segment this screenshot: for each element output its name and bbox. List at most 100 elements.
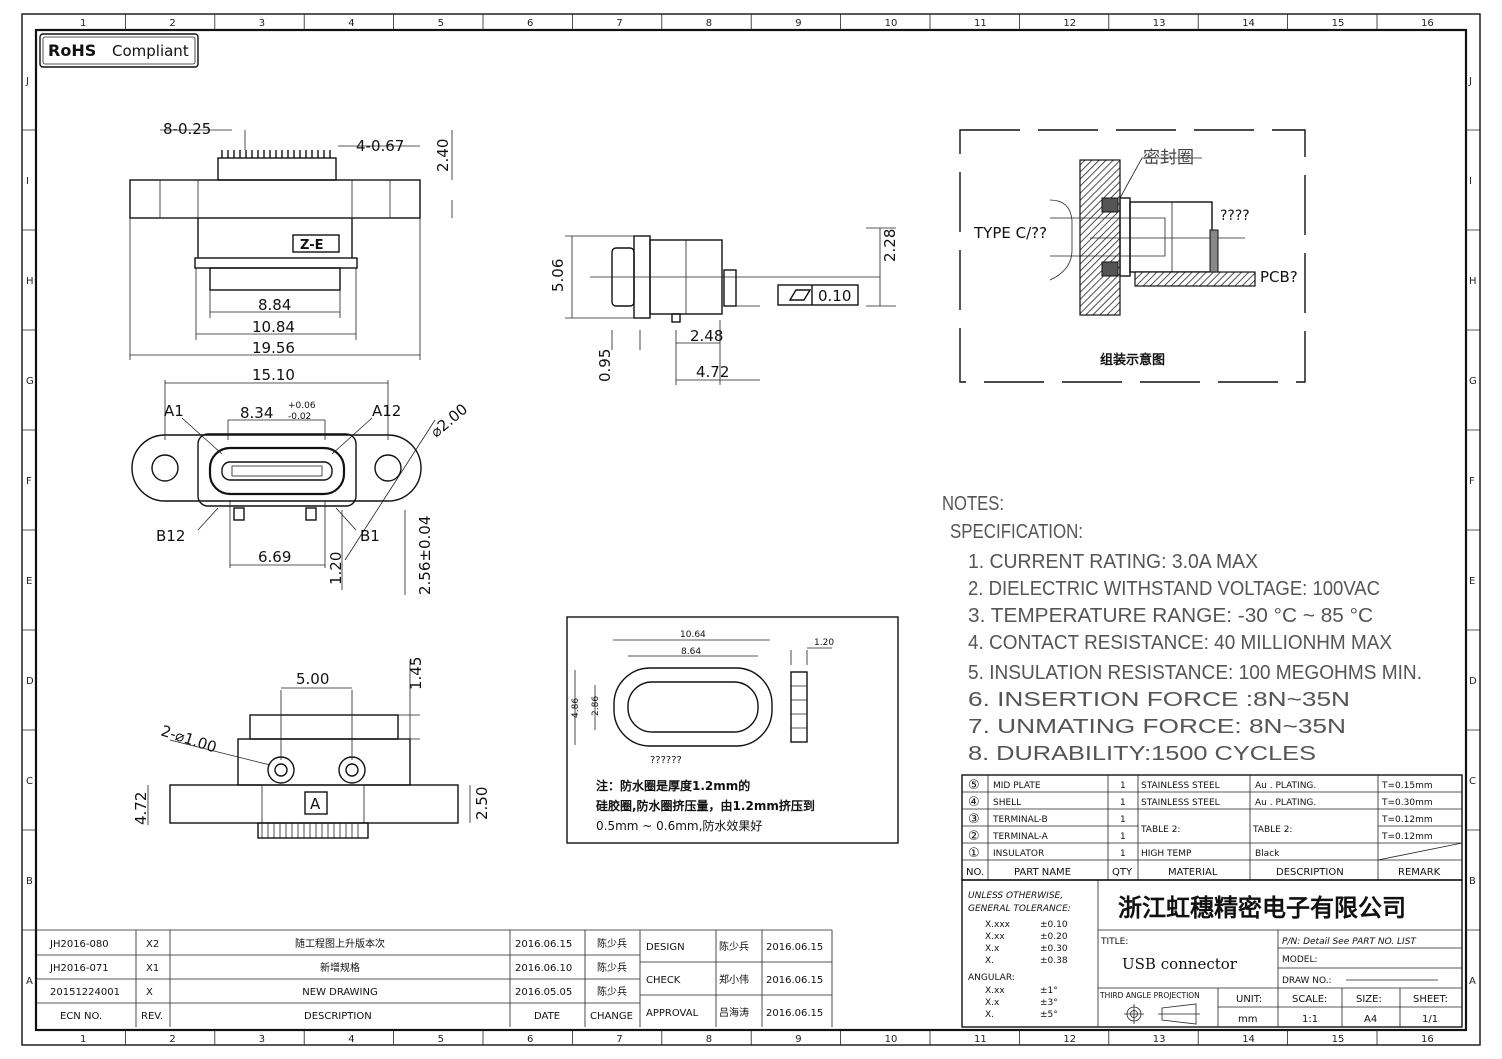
bom-part-name: TERMINAL-B xyxy=(992,815,1048,825)
dim-pin: 0.95 xyxy=(596,349,614,382)
grid-column-label: 8 xyxy=(706,18,712,29)
grid-column-label: 7 xyxy=(616,18,622,29)
grid-row-label: E xyxy=(1469,576,1475,587)
approval-date: 2016.06.15 xyxy=(766,1008,823,1019)
bom-remark: T=0.12mm xyxy=(1381,832,1433,842)
grid-column-label: 2 xyxy=(169,18,175,29)
grid-column-label: 10 xyxy=(885,18,898,29)
projection-symbol-icon xyxy=(1124,1003,1200,1025)
grid-row-label: G xyxy=(26,376,34,387)
grid-row-label: I xyxy=(26,176,29,187)
rev-rev: X1 xyxy=(146,963,159,974)
grid-row-label: J xyxy=(25,76,29,87)
grid-column-label: 3 xyxy=(259,18,265,29)
rev-description: 新增规格 xyxy=(320,961,360,974)
outer-frame xyxy=(21,13,1481,1046)
bom-part-name: INSULATOR xyxy=(993,849,1044,859)
bom-description: Au . PLATING. xyxy=(1255,798,1316,808)
bom-item-number: ③ xyxy=(968,812,980,827)
grid-labels: 1122334455667788991010111112121313141415… xyxy=(22,14,1480,1045)
tolerance-line1: UNLESS OTHERWISE, xyxy=(968,891,1063,901)
angular-format: X.x xyxy=(985,998,1000,1008)
gasket-note-3: 0.5mm ~ 0.6mm,防水效果好 xyxy=(596,818,762,833)
size-label: SIZE: xyxy=(1356,994,1382,1005)
bom-item-number: ⑤ xyxy=(968,778,980,793)
approval-role: CHECK xyxy=(646,975,681,986)
dim-tol-minus: -0.02 xyxy=(288,412,311,422)
dim-bottom-height: 4.72 xyxy=(132,792,150,825)
grid-column-label: 15 xyxy=(1332,18,1345,29)
gasket-outer-height: 4.86 xyxy=(571,698,581,718)
grid-row-label: G xyxy=(1469,376,1477,387)
draw-no-label: DRAW NO.: xyxy=(1282,976,1332,986)
angular-value: ±1° xyxy=(1040,986,1058,996)
bom-qty: 1 xyxy=(1120,781,1126,791)
grid-row-label: E xyxy=(26,576,32,587)
tolerance-value: ±0.20 xyxy=(1040,932,1068,942)
grid-column-label: 6 xyxy=(527,18,533,29)
angular-value: ±5° xyxy=(1040,1010,1058,1020)
gasket-inner-height: 2.86 xyxy=(591,696,601,716)
rev-header-change: CHANGE xyxy=(590,1011,633,1022)
grid-column-label: 11 xyxy=(974,1034,987,1045)
dim-right-height: 2.28 xyxy=(881,229,899,262)
title-block: UNLESS OTHERWISE, GENERAL TOLERANCE: X.x… xyxy=(961,879,1463,1028)
angular-format: X.xx xyxy=(985,986,1005,996)
note-item: 5. INSULATION RESISTANCE: 100 MEGOHMS MI… xyxy=(968,662,1422,684)
dim-holes: 2-⌀1.00 xyxy=(159,722,219,757)
rev-ecn: JH2016-071 xyxy=(49,963,109,974)
gasket-inner-width: 8.64 xyxy=(681,647,701,657)
dim-bottom-top: 1.45 xyxy=(407,657,425,690)
dim-side-height: 5.06 xyxy=(549,259,567,292)
rev-header-date: DATE xyxy=(534,1011,560,1022)
assembly-caption: 组装示意图 xyxy=(1100,352,1165,368)
grid-column-label: 12 xyxy=(1063,18,1076,29)
rev-date: 2016.06.10 xyxy=(515,963,572,974)
scale-value: 1:1 xyxy=(1302,1014,1318,1025)
bottom-view-mark: A xyxy=(310,795,321,813)
dim-opening: 8.34 xyxy=(240,404,273,422)
rev-ecn: 20151224001 xyxy=(50,987,120,998)
dim-overall: 19.56 xyxy=(252,339,295,357)
grid-column-label: 7 xyxy=(616,1034,622,1045)
bom-material: HIGH TEMP xyxy=(1141,849,1192,859)
tolerance-value: ±0.30 xyxy=(1040,944,1068,954)
gasket-thickness: 1.20 xyxy=(814,638,834,648)
unit-label: UNIT: xyxy=(1236,994,1262,1005)
grid-column-label: 4 xyxy=(348,18,354,29)
grid-column-label: 16 xyxy=(1421,18,1434,29)
note-item: 8. DURABILITY:1500 CYCLES xyxy=(968,743,1316,765)
rev-description: NEW DRAWING xyxy=(302,987,377,998)
grid-column-label: 10 xyxy=(885,1034,898,1045)
assembly-diagram: 密封圈 TYPE C/?? ???? PCB? 组装示意图 xyxy=(959,129,1306,383)
bom-part-name: MID PLATE xyxy=(993,781,1041,791)
rohs-bold: RoHS xyxy=(48,41,96,60)
dim-front-width: 15.10 xyxy=(252,366,295,384)
gasket-unknown: ?????? xyxy=(650,755,682,766)
dim-side-pins: 4-0.67 xyxy=(356,137,404,155)
gasket-diagram: 10.64 8.64 1.20 4.86 2.86 ?????? 注：防水圈是厚… xyxy=(566,616,899,844)
pin-a12-label: A12 xyxy=(372,402,401,420)
bom-material: STAINLESS STEEL xyxy=(1141,798,1220,808)
grid-column-label: 13 xyxy=(1153,1034,1166,1045)
grid-column-label: 8 xyxy=(706,1034,712,1045)
projection-label: THIRD ANGLE PROJECTION xyxy=(1099,991,1200,1000)
gasket-note-1: 注：防水圈是厚度1.2mm的 xyxy=(596,778,750,793)
grid-column-label: 9 xyxy=(795,18,801,29)
grid-column-label: 6 xyxy=(527,1034,533,1045)
grid-column-label: 14 xyxy=(1242,18,1255,29)
bom-description: Au . PLATING. xyxy=(1255,781,1316,791)
seal-label: 密封圈 xyxy=(1143,148,1194,168)
grid-column-label: 9 xyxy=(795,1034,801,1045)
dim-hole-spacing: 5.00 xyxy=(296,670,329,688)
top-view: Z-E 8-0.25 4-0.67 2.40 8.84 10.84 19.56 xyxy=(129,120,453,360)
bom-description: TABLE 2: xyxy=(1252,825,1292,835)
pin-a1-label: A1 xyxy=(164,402,184,420)
bom-header-qty: QTY xyxy=(1112,867,1133,878)
bom-item-number: ② xyxy=(968,829,980,844)
pin-b12-label: B12 xyxy=(156,527,185,545)
rev-change: 陈少兵 xyxy=(597,961,627,974)
grid-column-label: 12 xyxy=(1063,1034,1076,1045)
bom-material: STAINLESS STEEL xyxy=(1141,781,1220,791)
grid-column-label: 4 xyxy=(348,1034,354,1045)
